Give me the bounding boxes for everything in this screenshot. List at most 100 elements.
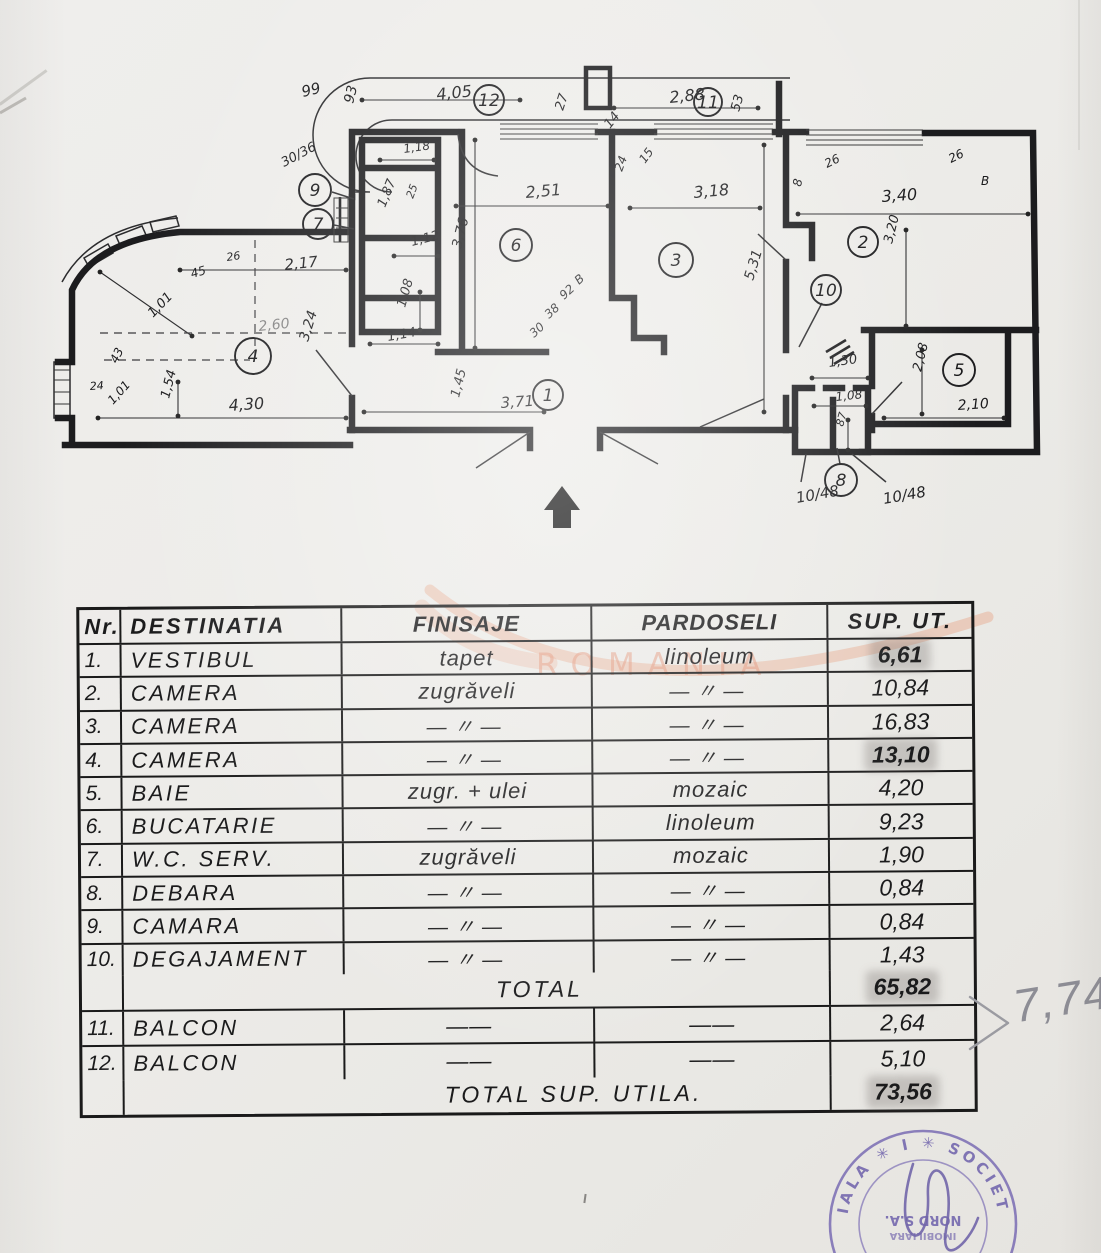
dimension-label: 93 — [341, 84, 361, 105]
dimension-label: 8 — [790, 177, 805, 187]
dimension-label: 1,01 — [145, 290, 176, 321]
dimension-label: 1,08 — [394, 277, 416, 309]
table-cell-text: 13,10 — [871, 741, 930, 768]
dimension-label: 25 — [404, 182, 421, 200]
table-cell-sup: 5,10 — [831, 1041, 974, 1075]
room-number-4: 4 — [248, 347, 259, 367]
dimension-label: 4,30 — [228, 394, 265, 415]
dimension-label: 27 — [553, 91, 573, 112]
ink-speck — [583, 1193, 587, 1204]
room-number-2: 2 — [858, 233, 869, 253]
dimension-label: 1,01 — [105, 378, 133, 407]
table-cell-text: —〃— — [428, 948, 510, 972]
table-cell-fin: —〃— — [344, 874, 595, 908]
table-cell-text: 11. — [87, 1016, 115, 1040]
table-cell-nr: 7. — [80, 844, 124, 877]
table-cell-pard: —〃— — [593, 739, 830, 773]
pencil-total-note: 7,74 — [1009, 965, 1101, 1033]
dimension-label: 4,05 — [435, 81, 472, 104]
table-cell-text: 2,64 — [880, 1009, 926, 1036]
stamp-signature — [903, 1162, 980, 1252]
table-cell-text: VESTIBUL — [130, 646, 258, 673]
table-cell-dest: W.C. SERV. — [122, 843, 345, 876]
dimension-label: 26 — [226, 249, 242, 264]
table-cell-text: W.C. SERV. — [131, 846, 276, 873]
table-cell-text: CAMERA — [131, 746, 241, 773]
dimension-label: 99 — [300, 79, 323, 101]
table-cell-fin: —〃— — [344, 941, 595, 975]
table-cell-pard: mozaic — [593, 839, 831, 873]
dimension-label: 30 — [527, 319, 548, 340]
table-cell-text: 7. — [85, 848, 104, 872]
dimension-label: 1,12 — [409, 228, 441, 250]
dimension-label: 1,30 — [827, 352, 858, 371]
room-circle-10 — [810, 274, 842, 306]
dimension-lines — [95, 97, 1031, 453]
table-cell-fin: tapet — [342, 641, 593, 675]
room-number-9: 9 — [310, 181, 321, 201]
table-cell-text: mozaic — [672, 776, 749, 802]
dimension-label: 3,18 — [693, 180, 730, 202]
total-nr-cell — [81, 975, 125, 1011]
dimension-label: 3,71 — [500, 392, 535, 412]
table-cell-text: 6,61 — [877, 641, 923, 668]
dimension-label: 43 — [107, 345, 126, 365]
dimension-label: 26 — [946, 146, 966, 165]
table-cell-text: —〃— — [671, 947, 753, 970]
dimension-label: 1,54 — [158, 368, 180, 400]
grand-total-nr-cell — [82, 1080, 125, 1116]
table-cell-text: —〃— — [427, 915, 510, 939]
total-value-cell: 65,82 — [873, 973, 932, 1001]
dimension-label: 2,60 — [258, 316, 291, 335]
table-cell-text: BUCATARIE — [131, 812, 277, 839]
table-cell-text: 10. — [86, 948, 116, 972]
table-cell-pard: —〃— — [592, 673, 829, 707]
dimension-label: 53 — [728, 93, 747, 113]
dimension-label: 26 — [822, 151, 842, 170]
table-cell-text: 0,84 — [879, 907, 925, 935]
round-stamp: IALA ✳ I ✳ SOCIET NORD S.A. IMOBILIARA — [828, 1129, 1018, 1253]
table-cell-text: —— — [689, 1011, 736, 1037]
table-cell-fin: —— — [345, 1043, 596, 1080]
table-cell-sup: 2,64 — [831, 1006, 974, 1040]
table-cell-nr: 9. — [81, 911, 124, 943]
dimension-label: 92 — [557, 282, 578, 303]
table-cell-nr: 6. — [80, 811, 123, 843]
room-circle-6 — [499, 228, 533, 262]
door-swings-and-leaders — [315, 133, 903, 483]
table-cell-text: BALCON — [133, 1014, 239, 1041]
stamp-inner-line1: NORD S.A. — [885, 1212, 962, 1227]
room-circle-7 — [302, 208, 334, 240]
stamp-ring-text: IALA ✳ I ✳ SOCIET — [834, 1134, 1013, 1216]
dimension-label: 2,17 — [284, 253, 320, 274]
table-cell-text: zugrăveli — [418, 678, 516, 704]
table-total-row: TOTAL 65,82 — [81, 969, 975, 1013]
table-cell-text: 9. — [86, 914, 105, 939]
table-cell-text: —〃— — [426, 749, 508, 772]
dimension-label: 87 — [833, 411, 849, 428]
dimension-label: 24 — [89, 379, 104, 393]
room-number-11: 11 — [697, 93, 719, 113]
dimension-label: 14 — [601, 109, 623, 131]
table-cell-fin: —〃— — [343, 741, 594, 775]
room-number-10: 10 — [815, 281, 837, 301]
table-cell-text: CAMARA — [132, 913, 242, 939]
table-cell-text: —〃— — [426, 715, 508, 739]
table-cell-text: CAMERA — [130, 679, 241, 706]
table-cell-text: 0,84 — [879, 874, 925, 901]
table-cell-text: —— — [689, 1046, 736, 1073]
table-cell-pard: —〃— — [594, 906, 831, 940]
table-cell-text: —〃— — [427, 882, 509, 905]
table-cell-nr: 3. — [79, 711, 123, 744]
header-pardoseli: PARDOSELI — [592, 604, 829, 640]
table-cell-text: —〃— — [669, 680, 751, 704]
table-cell-fin: —— — [345, 1008, 596, 1044]
table-cell-text: zugr. + ulei — [407, 777, 528, 804]
table-cell-fin: —〃— — [342, 708, 594, 742]
table-cell-text: BAIE — [131, 780, 192, 806]
table-cell-text: zugrăveli — [419, 844, 517, 871]
